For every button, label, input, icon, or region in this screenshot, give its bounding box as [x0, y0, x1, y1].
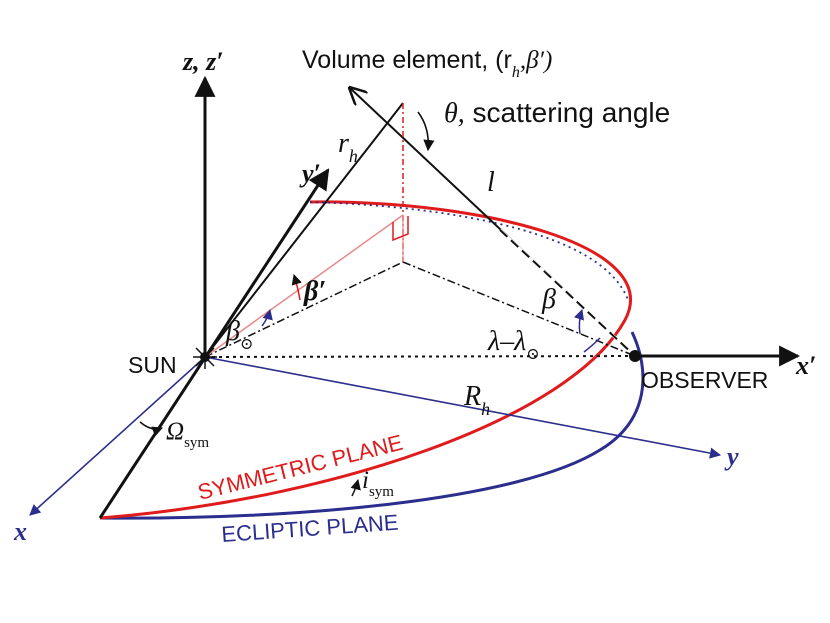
volume-element-label: Volume element, (rh,β′)	[302, 46, 552, 81]
line-of-sight-dashed-overlay	[499, 229, 636, 357]
beta-arc	[574, 309, 584, 335]
r-h-line	[204, 102, 404, 358]
z-axis-label: z, z′	[182, 47, 224, 76]
sun-icon	[193, 345, 217, 369]
symmetric-plane-projection	[204, 214, 404, 358]
symmetric-plane-curve	[99, 200, 633, 520]
omega-sym-label: Ωsym	[166, 418, 209, 451]
R-h-label: Rh	[463, 381, 490, 419]
projection-sun	[204, 261, 404, 358]
symmetric-plane-back-dotted	[309, 201, 629, 301]
beta-sun-label: β⊙	[225, 316, 253, 353]
sun-observer-line	[204, 355, 636, 358]
lambda-arc	[583, 337, 601, 353]
i-sym-label: isym	[362, 467, 394, 500]
y-axis-label: y	[724, 442, 739, 471]
scattering-angle-label: θ, scattering angle	[444, 97, 670, 129]
x-axis-label: x	[13, 517, 27, 546]
i-sym-arc	[350, 478, 361, 497]
x-axis	[29, 356, 206, 516]
beta-prime-label: β′	[303, 276, 326, 307]
beta-prime-arc	[291, 273, 302, 301]
r-h-label: rh	[338, 128, 358, 166]
observer-point	[629, 350, 641, 362]
sun-label: SUN	[128, 352, 177, 378]
beta-sun-arc	[261, 308, 273, 327]
theta-arc	[417, 111, 435, 152]
y-axis	[204, 356, 722, 459]
ecliptic-plane-curve	[99, 331, 645, 520]
omega-arc	[139, 421, 163, 437]
l-label: l	[487, 167, 495, 198]
lambda-diff-label: λ–λ⊙	[487, 326, 540, 363]
right-angle-marker	[392, 216, 409, 242]
x-prime-label: x′	[795, 351, 816, 380]
beta-label: β	[541, 284, 556, 315]
projection-observer	[402, 261, 636, 357]
observer-label: OBSERVER	[641, 367, 768, 393]
y-prime-label: y′	[299, 159, 321, 188]
